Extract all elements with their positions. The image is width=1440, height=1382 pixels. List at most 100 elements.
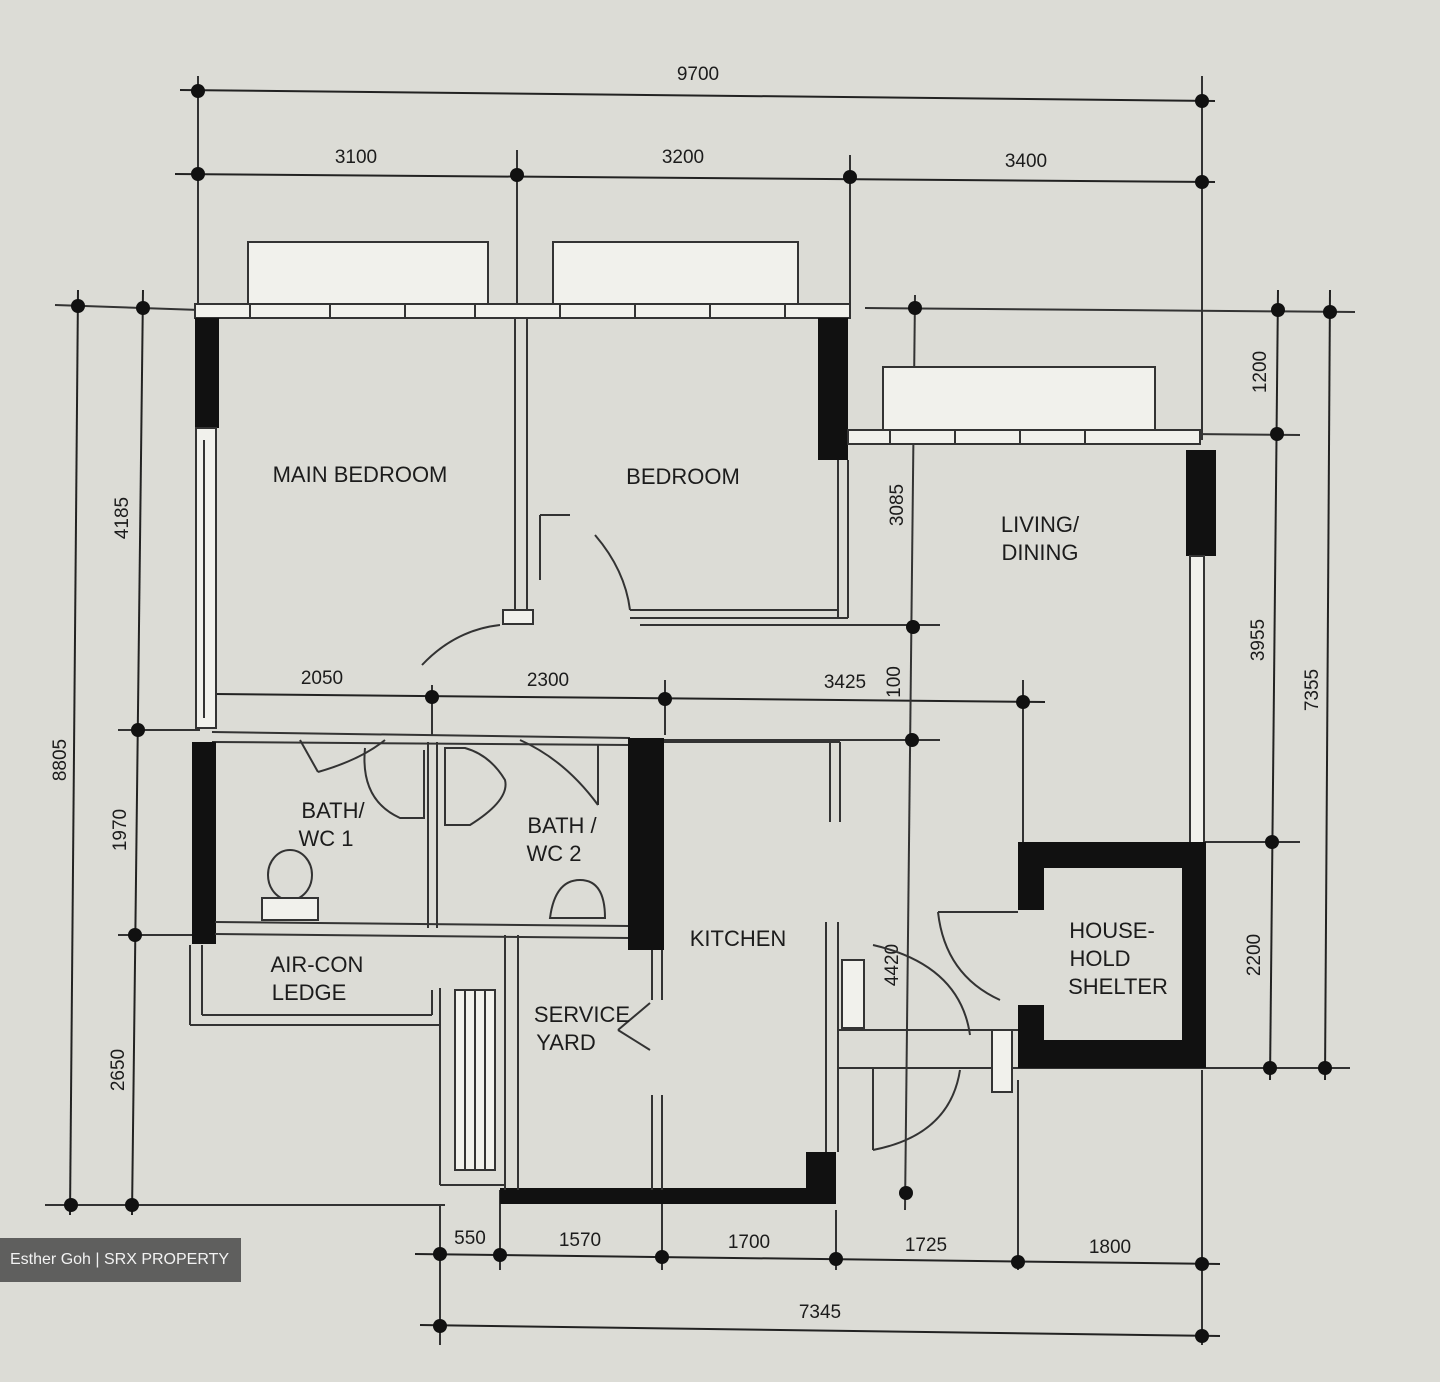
label-shelter-line2: HOLD [1069, 946, 1130, 971]
dim-node [843, 170, 857, 184]
wall-segment [1018, 1005, 1044, 1068]
label-bath1-line2: WC 1 [299, 826, 354, 851]
dim-node [1195, 1257, 1209, 1271]
dim-node [125, 1198, 139, 1212]
dim-left-a: 4185 [112, 497, 133, 539]
dim-right-c: 2200 [1244, 934, 1265, 976]
wall-segment [1186, 450, 1216, 556]
wall-segment [192, 742, 216, 944]
dim-node [433, 1319, 447, 1333]
dim-bottom-c: 1700 [728, 1232, 770, 1253]
dim-top-c: 3400 [1005, 151, 1047, 172]
wall-segment [1018, 1040, 1206, 1068]
dim-inner-v3: 4420 [882, 944, 903, 986]
dim-node [1263, 1061, 1277, 1075]
door-jamb [991, 1029, 1013, 1093]
dim-node [655, 1250, 669, 1264]
wall-segment [628, 738, 664, 950]
label-shelter-line3: SHELTER [1068, 974, 1168, 999]
wall-segment [1182, 842, 1206, 1068]
dim-bottom-total: 7345 [799, 1302, 841, 1323]
dim-bottom-b: 1570 [559, 1230, 601, 1251]
bottom-dimensions: 550 1570 1700 1725 1800 7345 [414, 1070, 1221, 1345]
dim-inner-b: 2300 [527, 670, 569, 691]
toilet-tank [261, 897, 319, 921]
wall-segment [195, 318, 219, 428]
label-living-line1: LIVING/ [1001, 512, 1080, 537]
dim-top-a: 3100 [335, 147, 377, 168]
dim-node [191, 167, 205, 181]
label-shelter-line1: HOUSE- [1069, 918, 1155, 943]
dim-inner-a: 2050 [301, 668, 343, 689]
dim-node [899, 1186, 913, 1200]
walls [189, 241, 1216, 1204]
dim-node [71, 299, 85, 313]
dim-node [1195, 94, 1209, 108]
label-main-bedroom: MAIN BEDROOM [273, 462, 448, 487]
inner-dimensions: 2050 2300 3425 3085 100 4420 [214, 294, 1046, 1211]
living-window-wall [847, 429, 1201, 445]
dim-inner-v2: 100 [884, 666, 905, 698]
right-window [1189, 555, 1205, 845]
dim-left-c: 2650 [108, 1049, 129, 1091]
planter-box [247, 241, 489, 313]
room-labels: MAIN BEDROOM BEDROOM LIVING/ DINING BATH… [271, 462, 1168, 1055]
label-bedroom: BEDROOM [626, 464, 740, 489]
dim-top-total: 9700 [677, 64, 719, 85]
dim-node [1195, 175, 1209, 189]
dim-node [908, 301, 922, 315]
dim-right-b: 3955 [1248, 619, 1269, 661]
dim-node [1016, 695, 1030, 709]
dim-top-b: 3200 [662, 147, 704, 168]
dim-node [1323, 305, 1337, 319]
dim-node [136, 301, 150, 315]
label-service-line1: SERVICE [534, 1002, 630, 1027]
dim-node [510, 168, 524, 182]
dim-node [1270, 427, 1284, 441]
wall-segment [500, 1188, 836, 1204]
label-living-line2: DINING [1002, 540, 1079, 565]
dim-bottom-d: 1725 [905, 1235, 947, 1256]
label-bath2-line2: WC 2 [527, 841, 582, 866]
left-window [195, 427, 217, 729]
dim-inner-c: 3425 [824, 672, 866, 693]
label-aircon-line1: AIR-CON [271, 952, 364, 977]
dim-inner-v1: 3085 [887, 484, 908, 526]
label-aircon-line2: LEDGE [272, 980, 347, 1005]
dim-node [493, 1248, 507, 1262]
label-kitchen: KITCHEN [690, 926, 787, 951]
dim-node [1318, 1061, 1332, 1075]
dim-node [1195, 1329, 1209, 1343]
wall-segment [1018, 842, 1044, 910]
dim-node [905, 733, 919, 747]
toilet-bowl [267, 849, 313, 901]
living-balcony [882, 366, 1156, 434]
left-dimensions: 8805 4185 1970 2650 [45, 289, 445, 1216]
dim-node [1271, 303, 1285, 317]
dim-node [658, 692, 672, 706]
dim-left-b: 1970 [110, 809, 131, 851]
wall-segment [1018, 842, 1206, 868]
dim-node [425, 690, 439, 704]
label-service-line2: YARD [536, 1030, 596, 1055]
wall-segment [818, 318, 848, 460]
wall-stub [502, 609, 534, 625]
dim-bottom-e: 1800 [1089, 1237, 1131, 1258]
dim-left-total: 8805 [50, 739, 71, 781]
label-bath1-line1: BATH/ [301, 798, 365, 823]
watermark: Esther Goh | SRX PROPERTY [0, 1238, 241, 1282]
dim-bottom-a: 550 [454, 1228, 486, 1249]
dim-node [829, 1252, 843, 1266]
dim-node [906, 620, 920, 634]
dim-node [1011, 1255, 1025, 1269]
dim-node [191, 84, 205, 98]
dim-node [1265, 835, 1279, 849]
dim-right-total: 7355 [1302, 669, 1323, 711]
top-dimensions: 9700 3100 3200 3400 [174, 64, 1216, 440]
planter-box [552, 241, 799, 313]
dim-node [433, 1247, 447, 1261]
dim-right-a: 1200 [1250, 351, 1271, 393]
right-dimensions: 1200 3955 2200 7355 [864, 289, 1356, 1081]
label-bath2-line1: BATH / [527, 813, 597, 838]
